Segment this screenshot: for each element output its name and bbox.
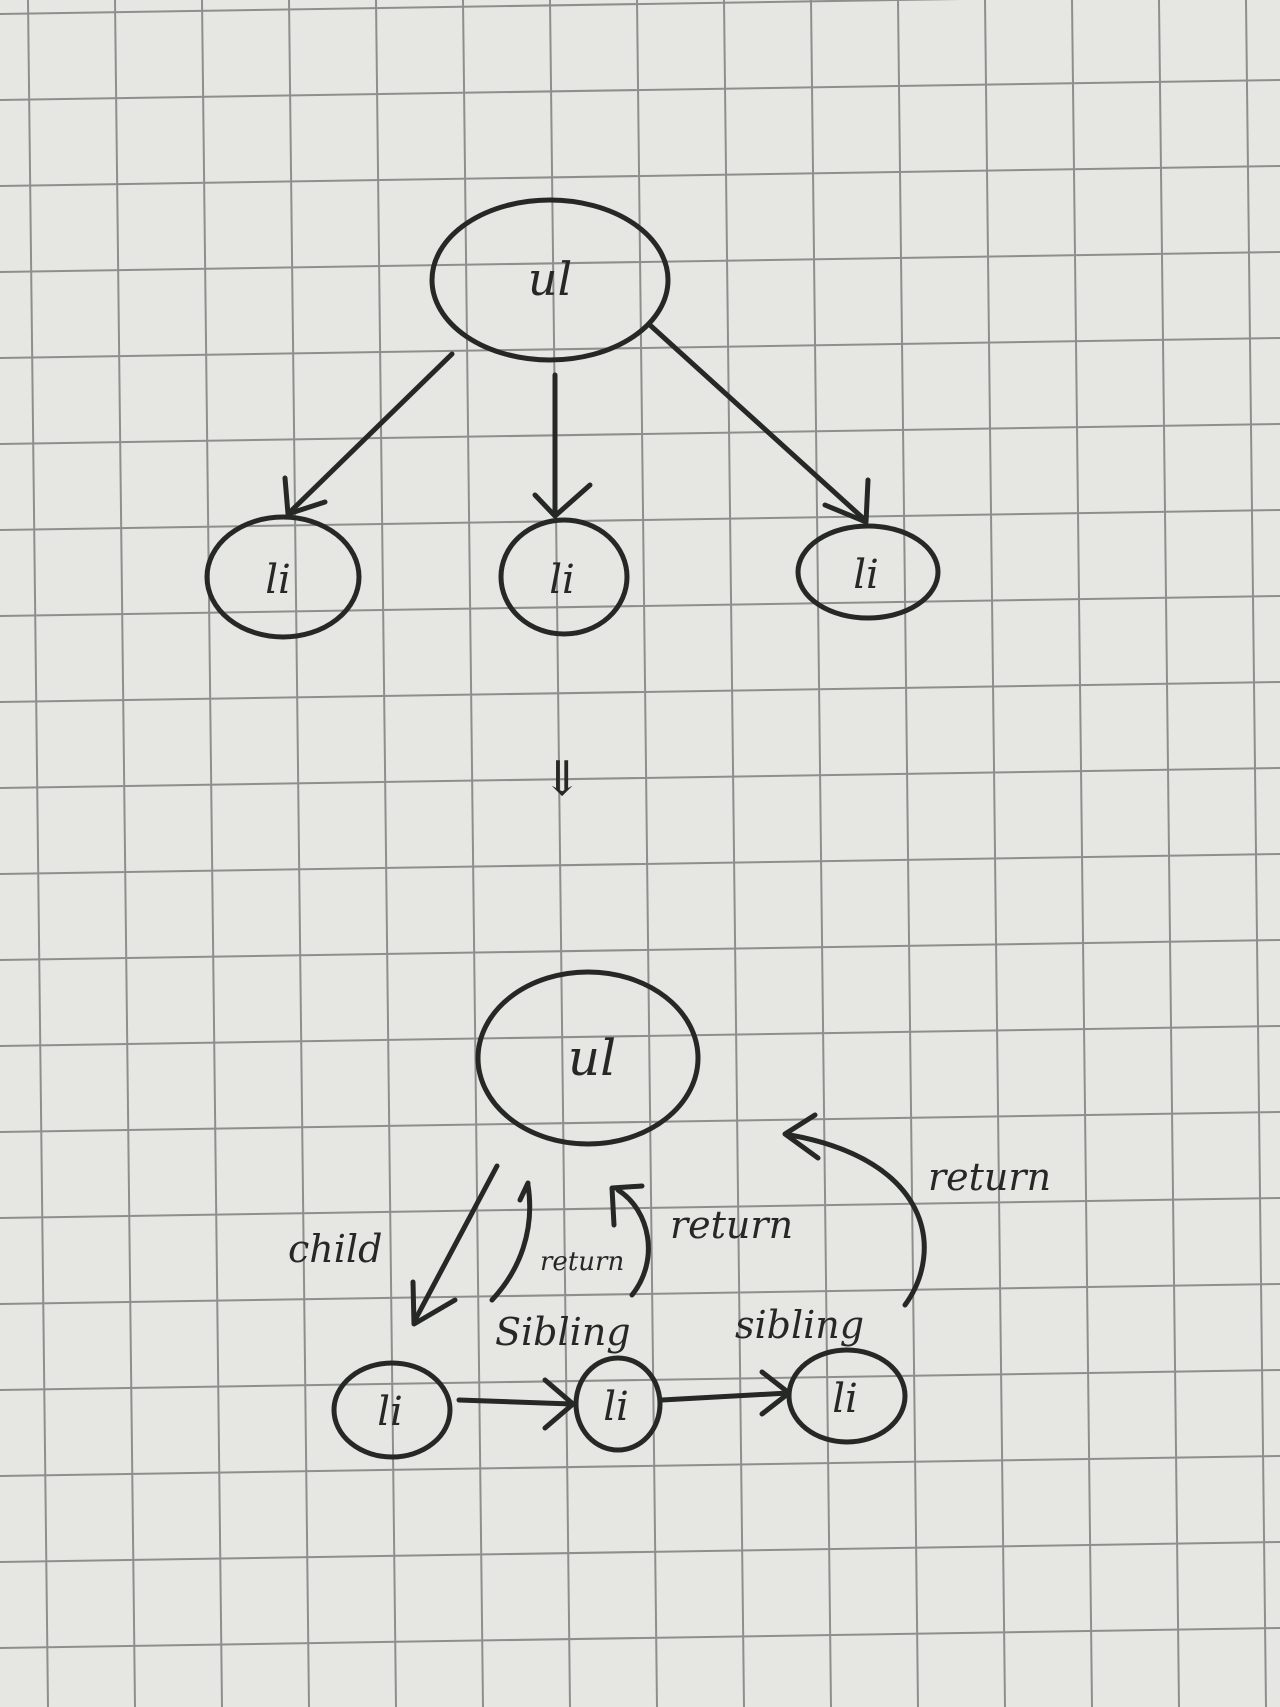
- grid-line-vertical: [984, 0, 1006, 1707]
- grid-line-vertical: [1071, 0, 1093, 1707]
- li-node-bottom-2-label: li: [603, 1384, 629, 1430]
- li-node-bottom-1-label: li: [377, 1389, 403, 1435]
- grid-line-vertical: [201, 0, 223, 1707]
- return-arrow-small: [489, 1180, 533, 1303]
- grid-line-horizontal: [0, 681, 1280, 703]
- return-label-mid: return: [670, 1203, 793, 1247]
- sibling-arrow-2: [659, 1369, 792, 1417]
- grid-line-vertical: [1158, 0, 1180, 1707]
- grid-line-horizontal: [0, 1541, 1280, 1563]
- arrow-ul-to-li-3: [648, 323, 871, 525]
- grid-line-vertical: [375, 0, 397, 1707]
- sibling-arrow-1: [456, 1377, 576, 1431]
- grid-line-horizontal: [0, 1111, 1280, 1133]
- grid-line-vertical: [636, 0, 658, 1707]
- sibling-label-2: sibling: [735, 1303, 864, 1347]
- sibling-label-1: Sibling: [495, 1310, 631, 1354]
- grid-line-horizontal: [0, 853, 1280, 875]
- grid-line-horizontal: [0, 595, 1280, 617]
- li-node-top-2: [498, 517, 630, 637]
- return-label-far: return: [928, 1155, 1051, 1199]
- arrow-ul-to-li-2: [532, 372, 593, 519]
- li-node-bottom-3-label: li: [832, 1376, 858, 1422]
- grid-line-vertical: [810, 0, 832, 1707]
- return-arrow-mid: [609, 1183, 651, 1298]
- return-label-small: return: [540, 1247, 624, 1277]
- return-arrow-far: [782, 1112, 927, 1308]
- arrow-ul-to-li-1: [282, 351, 455, 517]
- grid-line-horizontal: [0, 1283, 1280, 1305]
- li-node-top-1: [204, 514, 362, 640]
- grid-line-horizontal: [0, 0, 961, 15]
- grid-line-horizontal: [0, 1025, 1280, 1047]
- grid-line-vertical: [462, 0, 484, 1707]
- ul-node-top: [429, 197, 671, 363]
- ul-node-bottom: [475, 969, 701, 1147]
- fiber-tree: ul li li li child return return return S…: [288, 969, 1051, 1460]
- grid-line-horizontal: [0, 251, 1280, 273]
- ul-node-top-label: ul: [528, 252, 572, 306]
- transform-arrow-icon: ⇓: [542, 751, 582, 807]
- grid-line-horizontal: [0, 1369, 1280, 1391]
- li-node-top-1-label: li: [265, 557, 291, 603]
- grid-line-horizontal: [0, 423, 1280, 445]
- grid-line-horizontal: [0, 939, 1280, 961]
- grid-line-vertical: [897, 0, 919, 1707]
- grid-line-vertical: [27, 0, 49, 1707]
- grid-line-horizontal: [0, 767, 1280, 789]
- grid-line-horizontal: [0, 337, 1280, 359]
- grid-line-vertical: [288, 0, 310, 1707]
- grid-line-vertical: [549, 0, 571, 1707]
- li-node-bottom-1: [331, 1360, 453, 1460]
- grid-line-horizontal: [0, 1627, 1280, 1649]
- child-arrow: [410, 1163, 500, 1327]
- li-node-bottom-2: [573, 1355, 663, 1453]
- ul-node-bottom-label: ul: [568, 1029, 616, 1087]
- grid-line-horizontal: [0, 79, 1280, 101]
- grid-line-vertical: [723, 0, 745, 1707]
- grid-line-horizontal: [0, 1455, 1280, 1477]
- li-node-top-3-label: li: [853, 552, 879, 598]
- li-node-top-3: [795, 523, 941, 621]
- child-label: child: [288, 1227, 382, 1271]
- top-tree: ul li li li: [204, 197, 941, 640]
- grid-line-horizontal: [0, 1197, 1280, 1219]
- grid-line-horizontal: [0, 165, 1280, 187]
- li-node-top-2-label: li: [549, 557, 575, 603]
- grid-line-vertical: [114, 0, 136, 1707]
- grid-line-horizontal: [0, 509, 1280, 531]
